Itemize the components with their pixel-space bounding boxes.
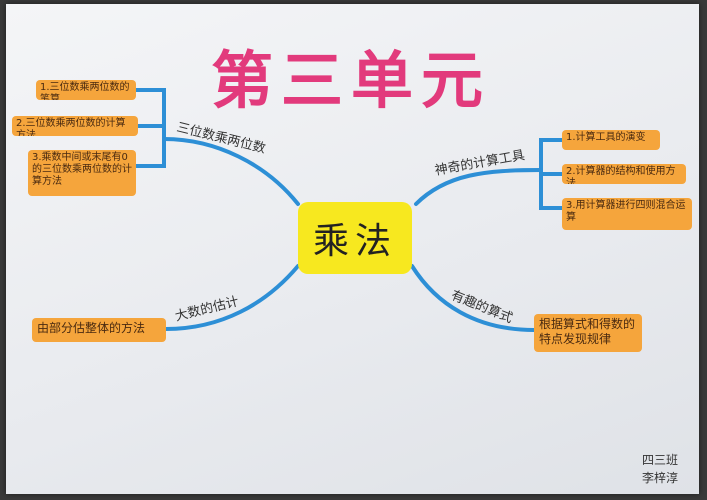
line-tl-main [162, 137, 300, 206]
leaf-bl-1: 由部分估整体的方法 [32, 318, 166, 342]
line-br-main [410, 264, 536, 332]
line-tl-1 [132, 88, 166, 141]
leaf-tr-2: 2.计算器的结构和使用方法 [562, 164, 686, 184]
line-tr-3 [539, 168, 564, 210]
leaf-tl-2: 2.三位数乘两位数的计算方法 [12, 116, 138, 136]
line-tl-3 [134, 137, 166, 168]
signature-name: 李梓淳 [642, 471, 679, 485]
central-topic: 乘法 [298, 202, 412, 274]
leaf-tl-1: 1.三位数乘两位数的笔算 [36, 80, 136, 100]
line-bl-main [164, 264, 300, 331]
leaf-tl-3: 3.乘数中间或末尾有0的三位数乘两位数的计算方法 [28, 150, 136, 196]
line-tr-1 [539, 138, 564, 172]
leaf-br-1: 根据算式和得数的特点发现规律 [534, 314, 642, 352]
mind-map-paper: 第三单元 乘法 三位数乘两位数 神奇的计算工具 大数的估计 有趣的算式 1.三位… [6, 4, 699, 494]
signature-class: 四三班 [642, 453, 679, 467]
line-tr-main [414, 168, 543, 206]
leaf-tr-1: 1.计算工具的演变 [562, 130, 660, 150]
leaf-tr-3: 3.用计算器进行四则混合运算 [562, 198, 692, 230]
connector-lines [132, 88, 564, 332]
unit-title: 第三单元 [211, 44, 492, 117]
